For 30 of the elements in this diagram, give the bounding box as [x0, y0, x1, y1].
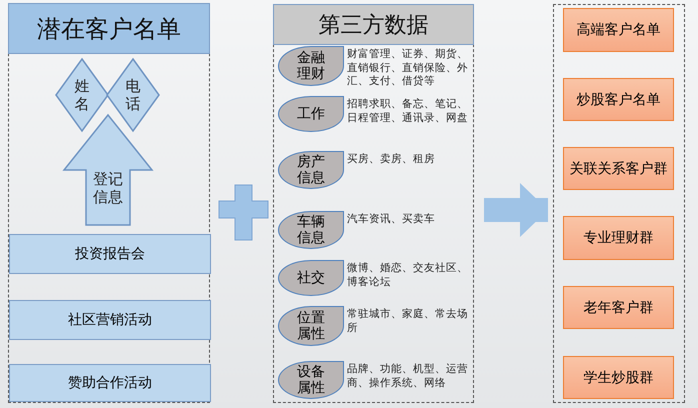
result-box: 高端客户名单 — [563, 8, 674, 52]
description-text: 品牌、功能、机型、运营商、操作系统、网络 — [347, 363, 469, 390]
band: 投资报告会 — [9, 234, 211, 274]
result-box: 老年客户群 — [563, 286, 674, 329]
description-text: 财富管理、证券、期货、直销银行、直销保险、外汇、支付、借贷等 — [347, 48, 469, 89]
diamond-label: 姓名 — [74, 76, 90, 115]
dashed-frame — [553, 4, 685, 403]
description-text: 招聘求职、备忘、笔记、日程管理、通讯录、网盘 — [347, 98, 469, 126]
block-arrow — [484, 183, 548, 237]
description-text: 买房、卖房、租房 — [347, 153, 436, 167]
arrow-label: 登记信息 — [92, 168, 124, 208]
description-text: 汽车资讯、买卖车 — [347, 213, 436, 227]
teardrop-label: 工作 — [278, 96, 344, 132]
teardrop-label: 车辆信息 — [278, 211, 344, 249]
teardrop-label: 社交 — [278, 260, 344, 296]
header-band: 潜在客户名单 — [8, 3, 210, 54]
band: 赞助合作活动 — [9, 364, 211, 402]
description-text: 常驻城市、家庭、常去场所 — [347, 308, 469, 336]
result-box: 关联关系客户群 — [563, 147, 674, 190]
teardrop-label: 房产信息 — [278, 151, 344, 189]
teardrop-label: 金融理财 — [278, 46, 344, 86]
result-box: 专业理财群 — [563, 216, 674, 260]
teardrop-label: 设备属性 — [278, 361, 344, 399]
result-box: 学生炒股群 — [563, 356, 674, 399]
diamond-label: 电话 — [124, 76, 142, 115]
result-box: 炒股客户名单 — [563, 78, 674, 121]
band: 社区营销活动 — [9, 300, 211, 340]
teardrop-label: 位置属性 — [278, 306, 344, 346]
description-text: 微博、婚恋、交友社区、博客论坛 — [347, 262, 469, 290]
header-band: 第三方数据 — [273, 4, 474, 45]
